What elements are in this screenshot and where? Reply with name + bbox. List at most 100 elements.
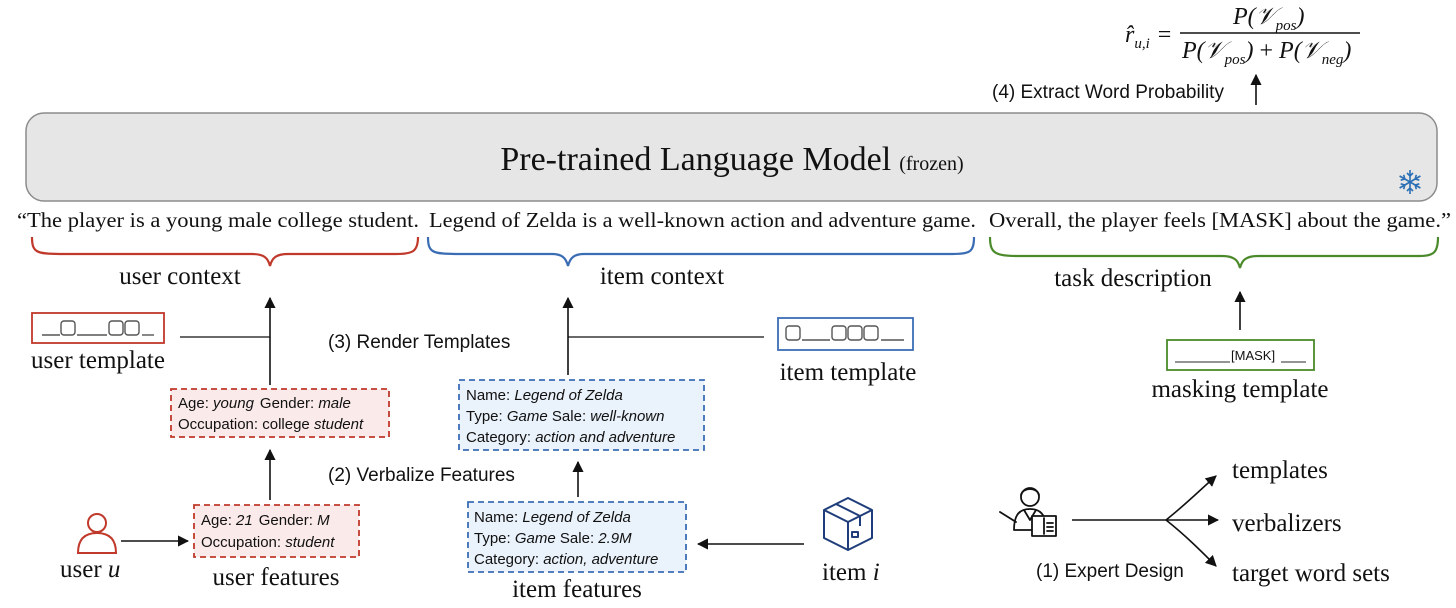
item-context-brace <box>426 236 976 267</box>
user-entity-label: user u <box>60 556 120 583</box>
item-entity-label: item i <box>822 559 880 586</box>
user-template-rect <box>31 312 165 344</box>
design-output-target-word-sets: target word sets <box>1232 560 1390 587</box>
design-output-verbalizers: verbalizers <box>1232 510 1342 537</box>
model-name: Pre-trained Language Model <box>500 141 891 178</box>
uv-occ-key: Occupation <box>178 416 254 433</box>
formula-num-sub: pos <box>1275 18 1297 34</box>
item-template-box <box>777 317 914 351</box>
uv-gender-key: Gender <box>260 395 310 412</box>
formula-lhs: r̂ <box>1125 22 1135 48</box>
formula-num-p: P( <box>1232 4 1258 30</box>
probability-formula: r̂u,i = P(𝒱pos) P(𝒱pos) + P(𝒱neg) <box>1125 4 1360 68</box>
step-verbalize-label: (2) Verbalize Features <box>328 465 515 486</box>
if-type-key: Type <box>474 530 507 547</box>
formula-den-plus: + <box>1254 38 1280 64</box>
expert-arrow-templates <box>1165 475 1217 521</box>
user-features-label: user features <box>212 564 339 591</box>
formula-num-close: ) <box>1295 4 1305 30</box>
uf-age-val: 21 <box>235 512 253 529</box>
model-status: (frozen) <box>899 153 963 175</box>
item-context-label: item context <box>600 263 724 290</box>
item-template-label: item template <box>780 359 917 386</box>
uf-occ-key: Occupation <box>201 534 277 551</box>
sentence-user-part: “The player is a young male college stud… <box>17 208 419 232</box>
step-extract-label: (4) Extract Word Probability <box>992 82 1224 103</box>
item-verbalized-box: Name: Legend of Zelda Type: Game Sale: w… <box>458 379 705 451</box>
svg-text:Category: action, adventure: Category: action, adventure <box>474 551 658 568</box>
user-template-label: user template <box>31 347 165 374</box>
iv-sale-val: well-known <box>590 408 664 425</box>
sentence-task-part: Overall, the player feels [MASK] about t… <box>989 208 1451 232</box>
task-description-brace <box>988 236 1440 269</box>
masking-template-text: [MASK] <box>1231 348 1275 363</box>
language-model-box: Pre-trained Language Model (frozen) <box>25 112 1438 202</box>
if-cat-key: Category <box>474 551 535 568</box>
svg-text:Name: Legend of Zelda: Name: Legend of Zelda <box>466 387 623 404</box>
iv-type-val: Game <box>507 408 548 425</box>
svg-text:Occupation: college student: Occupation: college student <box>178 416 364 433</box>
expert-teacher-icon <box>999 487 1057 537</box>
step-render-label: (3) Render Templates <box>328 332 510 353</box>
uv-occ-val-plain: college <box>262 416 310 433</box>
uv-gender-val: male <box>318 395 351 412</box>
user-context-brace <box>30 236 420 267</box>
iv-name-val: Legend of Zelda <box>514 387 622 404</box>
language-model-rect <box>25 112 1438 202</box>
sentence-item-part: Legend of Zelda is a well-known action a… <box>429 208 976 232</box>
expert-arrow-target-words <box>1165 519 1217 567</box>
iv-cat-val: action and adventure <box>535 429 675 446</box>
masking-template-label: masking template <box>1151 376 1328 403</box>
user-context-label: user context <box>119 263 241 290</box>
formula-den-p1: P( <box>1181 38 1207 64</box>
if-sale-key: Sale <box>560 530 590 547</box>
user-features-rect <box>193 504 360 558</box>
uv-age-val: young <box>212 395 255 412</box>
user-person-icon <box>76 513 118 554</box>
svg-text:P(𝒱pos) + P(𝒱neg): P(𝒱pos) + P(𝒱neg) <box>1181 38 1351 68</box>
iv-type-key: Type <box>466 408 499 425</box>
uf-gender-val: M <box>317 512 330 529</box>
formula-den-p2: P( <box>1278 38 1304 64</box>
uv-occ-val-italic: student <box>314 416 364 433</box>
item-features-label: item features <box>512 576 642 603</box>
svg-text:r̂u,i=: r̂u,i = <box>1125 22 1171 52</box>
user-entity-var: u <box>108 556 121 583</box>
if-name-key: Name <box>474 509 514 526</box>
svg-text:Type: Game Sale: 2.9M: Type: Game Sale: 2.9M <box>474 530 632 547</box>
uv-age-key: Age <box>178 395 205 412</box>
item-features-rect <box>467 501 687 573</box>
formula-den-sub2: neg <box>1322 52 1344 68</box>
svg-text:Pre-trained Language Model(fro: Pre-trained Language Model (frozen) <box>500 141 963 178</box>
task-description-label: task description <box>1054 265 1212 292</box>
uf-occ-val: student <box>285 534 335 551</box>
formula-den-close1: ) <box>1244 38 1254 64</box>
item-entity-prefix: item <box>822 559 873 586</box>
item-features-box: Name: Legend of Zelda Type: Game Sale: 2… <box>467 501 687 573</box>
formula-lhs-subscript: u,i <box>1134 36 1149 52</box>
item-verbalized-rect <box>458 379 705 451</box>
user-template-box <box>31 312 165 344</box>
user-verbalized-rect <box>170 388 390 438</box>
iv-cat-key: Category <box>466 429 527 446</box>
if-name-val: Legend of Zelda <box>522 509 630 526</box>
svg-text:P(𝒱pos): P(𝒱pos) <box>1232 4 1305 34</box>
svg-text:Occupation: student: Occupation: student <box>201 534 335 551</box>
svg-text:Type: Game Sale: well-known: Type: Game Sale: well-known <box>466 408 664 425</box>
prompt-sentence: “The player is a young male college stud… <box>17 208 1451 232</box>
design-output-templates: templates <box>1232 457 1328 484</box>
masking-template-rect <box>1166 339 1315 371</box>
if-type-val: Game <box>515 530 556 547</box>
iv-name-key: Name <box>466 387 506 404</box>
uf-gender-key: Gender <box>259 512 309 529</box>
svg-text:Category: action and adventure: Category: action and adventure <box>466 429 675 446</box>
formula-equals: = <box>1158 22 1172 48</box>
item-box-icon <box>823 497 873 551</box>
masking-template-box: [MASK] <box>1166 339 1315 371</box>
formula-den-close2: ) <box>1341 38 1351 64</box>
if-cat-val: action, adventure <box>543 551 658 568</box>
